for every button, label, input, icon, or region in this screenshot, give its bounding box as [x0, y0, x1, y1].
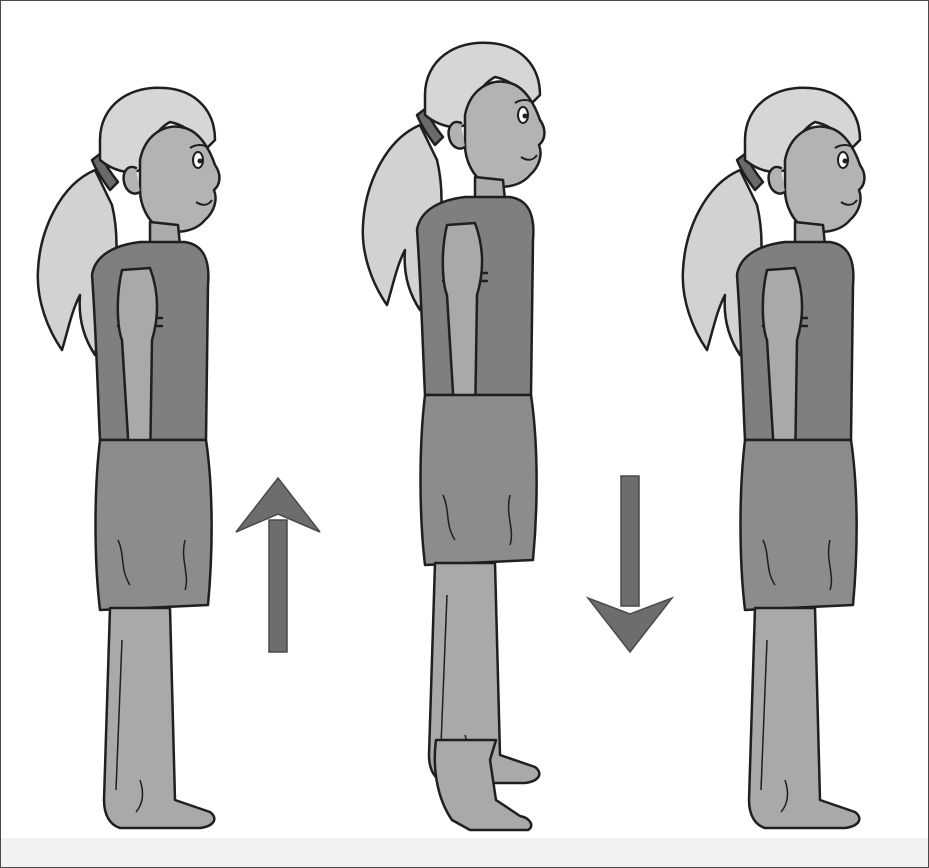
arrow-down-icon	[588, 476, 672, 652]
figure-tiptoe-center	[363, 43, 545, 830]
arrow-up-icon	[236, 478, 320, 652]
footer-strip	[1, 838, 928, 867]
figure-standing-right	[683, 88, 865, 828]
figure-standing-left	[38, 88, 220, 828]
